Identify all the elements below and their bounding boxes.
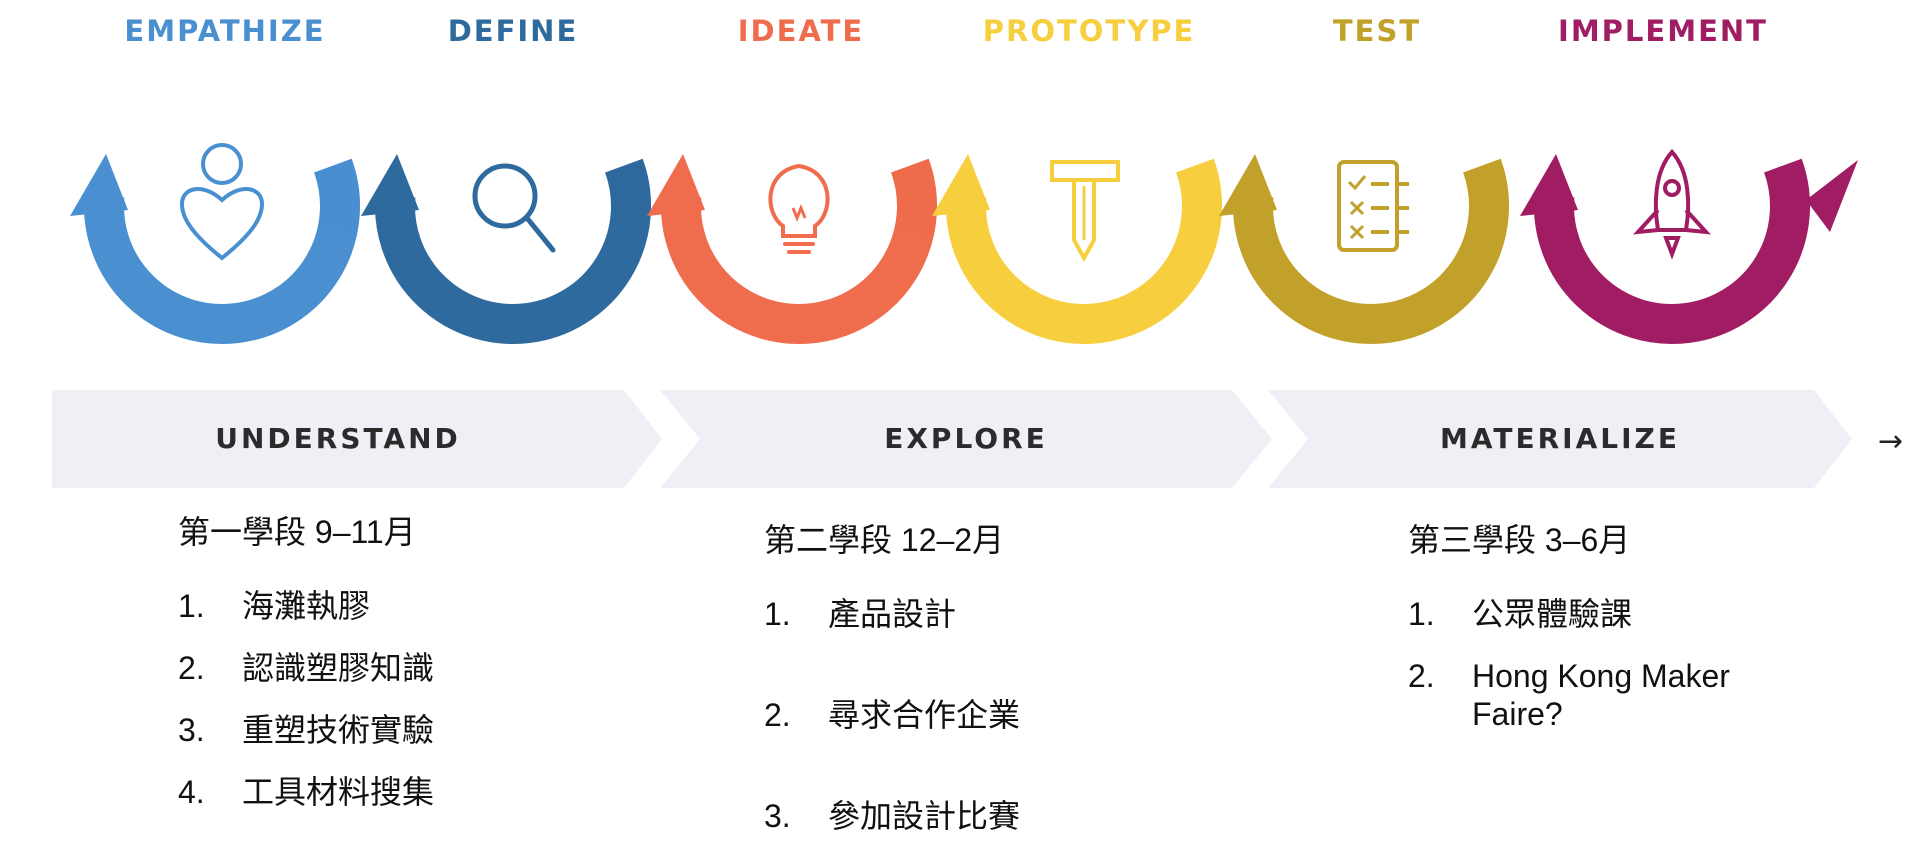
term-heading: 第三學段 3–6月 <box>1408 522 1631 558</box>
term-list: 1. 公眾體驗課 2. Hong Kong Maker Faire? <box>1408 595 1788 733</box>
stage-empathize <box>70 143 360 344</box>
list-number: 3. <box>178 712 205 748</box>
term-block-2: 第二學段 12–2月 1. 產品設計 2. 尋求合作企業 3. 參加設計比賽 <box>764 515 1184 835</box>
stage-ring-joint <box>604 158 651 235</box>
stage-arrow-tip <box>361 154 419 216</box>
stage-ideate <box>647 154 937 344</box>
list-number: 4. <box>178 774 205 810</box>
stage-ring <box>1534 158 1810 344</box>
stage-define <box>361 154 651 344</box>
list-text: 工具材料搜集 <box>242 774 435 810</box>
list-text: 尋求合作企業 <box>828 697 1021 733</box>
stage-test <box>1219 154 1509 344</box>
stage-ring <box>84 158 360 344</box>
list-item: 1. 產品設計 <box>764 595 1184 633</box>
stage-arrow-tip <box>70 154 128 216</box>
stage-ring-joint <box>313 158 360 235</box>
phase-chevron <box>1268 390 1852 488</box>
stage-ring <box>375 158 651 344</box>
stage-title-implement: IMPLEMENT <box>1558 14 1768 48</box>
term-list: 1. 海灘執膠 2. 認識塑膠知識 3. 重塑技術實驗 4. 工具材料搜集 <box>178 587 598 811</box>
lightbulb-icon <box>768 163 830 254</box>
stage-title-test: TEST <box>1332 14 1422 48</box>
list-item: 1. 海灘執膠 <box>178 587 598 625</box>
stage-ring-joint <box>1462 158 1509 235</box>
stage-implement <box>1520 149 1810 344</box>
term-block-3: 第三學段 3–6月 1. 公眾體驗課 2. Hong Kong Maker Fair… <box>1408 515 1788 733</box>
list-number: 1. <box>764 596 791 632</box>
stage-arrow-tip <box>1219 154 1277 216</box>
list-text: Hong Kong Maker Faire? <box>1472 658 1730 732</box>
stage-title-empathize: EMPATHIZE <box>124 14 326 48</box>
list-item: 3. 參加設計比賽 <box>764 797 1184 835</box>
stage-arrow-tip <box>647 154 705 216</box>
list-number: 2. <box>1408 658 1435 694</box>
list-number: 3. <box>764 798 791 834</box>
stage-ring-joint <box>890 158 937 235</box>
stage-arrow-tip <box>932 154 990 216</box>
stage-tail <box>1806 160 1858 232</box>
magnifier-icon <box>472 163 556 253</box>
phase-label: UNDERSTAND <box>215 422 461 455</box>
stage-ring-joint <box>1763 158 1810 235</box>
checklist-icon <box>1337 160 1409 252</box>
list-number: 1. <box>1408 596 1435 632</box>
stage-circles <box>70 143 1858 344</box>
stage-ring <box>1233 158 1509 344</box>
list-number: 2. <box>178 650 205 686</box>
stage-ring <box>661 158 937 344</box>
phase-explore: EXPLORE <box>660 390 1272 488</box>
phase-understand: UNDERSTAND <box>52 390 662 488</box>
list-number: 1. <box>178 588 205 624</box>
stage-prototype <box>932 154 1222 344</box>
list-item: 2. 尋求合作企業 <box>764 696 1184 734</box>
phase-chevron <box>52 390 662 488</box>
list-text: 產品設計 <box>828 596 957 632</box>
rocket-icon <box>1633 149 1711 260</box>
stage-ring-joint <box>1175 158 1222 235</box>
stage-title-prototype: PROTOTYPE <box>982 14 1196 48</box>
stage-row: EMPATHIZE DEFINE IDEATE PROTOTYPE TEST I… <box>0 0 1920 380</box>
list-text: 海灘執膠 <box>242 588 371 624</box>
list-item: 2. 認識塑膠知識 <box>178 649 598 687</box>
list-item: 1. 公眾體驗課 <box>1408 595 1788 633</box>
list-item: 2. Hong Kong Maker Faire? <box>1408 657 1788 733</box>
stage-title-define: DEFINE <box>447 14 579 48</box>
person-heart-icon <box>179 143 265 261</box>
term-heading: 第一學段 9–11月 <box>178 514 416 550</box>
hammer-icon <box>1050 160 1120 263</box>
list-item: 3. 重塑技術實驗 <box>178 711 598 749</box>
term-block-1: 第一學段 9–11月 1. 海灘執膠 2. 認識塑膠知識 3. 重塑技術實驗 4. 工具… <box>178 507 598 811</box>
stage-ring <box>946 158 1222 344</box>
stage-title-ideate: IDEATE <box>737 14 865 48</box>
list-text: 公眾體驗課 <box>1472 596 1633 632</box>
term-heading: 第二學段 12–2月 <box>764 522 1005 558</box>
list-text: 重塑技術實驗 <box>242 712 435 748</box>
list-text: 認識塑膠知識 <box>242 650 435 686</box>
list-number: 2. <box>764 697 791 733</box>
term-list: 1. 產品設計 2. 尋求合作企業 3. 參加設計比賽 <box>764 595 1184 835</box>
list-text: 參加設計比賽 <box>828 798 1021 834</box>
phase-materialize: MATERIALIZE <box>1268 390 1852 488</box>
arrow-right-icon: → <box>1878 424 1904 459</box>
stage-arrow-tip <box>1520 154 1578 216</box>
list-item: 4. 工具材料搜集 <box>178 773 598 811</box>
phase-chevron <box>660 390 1272 488</box>
phase-label: EXPLORE <box>884 422 1048 455</box>
phase-label: MATERIALIZE <box>1440 422 1680 455</box>
